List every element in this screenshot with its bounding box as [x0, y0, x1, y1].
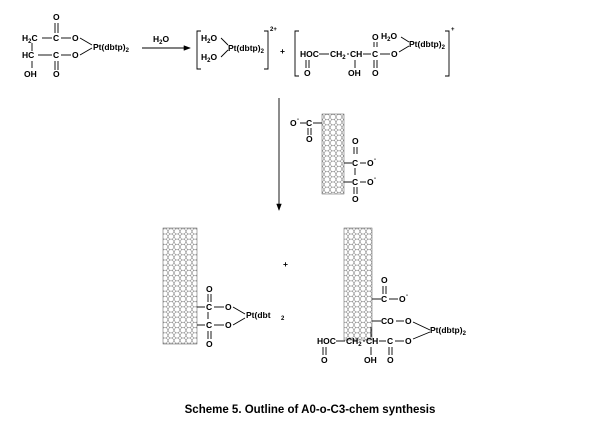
- reactant-molecule: O H2C C O HC C O Pt(dbtp)2 OH O: [22, 12, 130, 79]
- reactant-h2c: H2C: [22, 33, 38, 45]
- ligand-pt: Pt(dbtp)2: [409, 39, 446, 51]
- reactant-o-bottom: O: [53, 69, 60, 79]
- final1-o-link-b: O: [225, 320, 232, 330]
- final2-o-bottom: O: [387, 355, 394, 365]
- ligand-o-link: O: [391, 49, 398, 59]
- nanotube-middle: [321, 113, 345, 195]
- plus-sign-top: +: [280, 46, 285, 56]
- ligand-o-left: O: [304, 68, 311, 78]
- final1-o-b: O: [206, 339, 213, 349]
- final2-ch2: CH2: [346, 336, 362, 348]
- final1-o-link-a: O: [225, 302, 232, 312]
- final1-c-a: C: [206, 302, 212, 312]
- cnt-o-minus: O: [290, 118, 297, 128]
- final-product-chelate: O C O Pt(dbt 2 C O O: [162, 227, 285, 349]
- aqua-pt: Pt(dbtp)2: [228, 43, 265, 55]
- final2-oh: OH: [364, 355, 377, 365]
- reactant-hc: HC: [22, 50, 34, 60]
- ligand-ch2: CH2: [330, 49, 346, 61]
- final2-ch: CH: [366, 336, 378, 346]
- final2-o-low: O: [321, 355, 328, 365]
- cnt-c-top: C: [306, 118, 312, 128]
- cnt-charge-a: -: [374, 157, 376, 163]
- ligand-ch: CH: [350, 49, 362, 59]
- final2-hoc: HOC: [317, 336, 336, 346]
- cnt-c-b: C: [352, 177, 358, 187]
- aqua-h2o-top: H2O: [201, 33, 217, 45]
- ligand-o-top: O: [372, 32, 379, 42]
- cnt-o-a: O: [352, 136, 359, 146]
- cnt-c-a: C: [352, 158, 358, 168]
- final1-o-a: O: [206, 284, 213, 294]
- cnt-o-top: O: [306, 134, 313, 144]
- reactant-oh: OH: [24, 69, 37, 79]
- final1-pt: Pt(dbt: [246, 310, 271, 320]
- reactant-c2: C: [53, 50, 59, 60]
- ligand-c: C: [372, 49, 378, 59]
- final2-c2: C: [387, 336, 393, 346]
- cnt-o-b: O: [352, 194, 359, 204]
- reactant-o-top: O: [53, 12, 60, 22]
- reactant-pt: Pt(dbtp)2: [93, 42, 130, 54]
- final1-pt-sub: 2: [281, 316, 285, 322]
- cnt-o-a-minus: O: [367, 158, 374, 168]
- plus-sign-bottom: +: [283, 259, 288, 269]
- ligand-h2o: H2O: [381, 31, 397, 43]
- ligand-o-bottom: O: [372, 68, 379, 78]
- ligand-oh: OH: [348, 68, 361, 78]
- final1-c-b: C: [206, 320, 212, 330]
- product-ligand-complex: HOC CH2 CH C O H2O Pt(dbtp)2 O O OH O +: [294, 27, 455, 78]
- final-product-monodentate: O C O - CO O Pt(dbtp)2 HOC CH2 CH C O O …: [317, 227, 467, 365]
- scheme-caption: Scheme 5. Outline of A0-o-C3-chem synthe…: [185, 404, 436, 416]
- final2-pt: Pt(dbtp)2: [430, 325, 467, 337]
- final2-charge: -: [406, 293, 408, 299]
- final2-o-link: O: [405, 316, 412, 326]
- reagent-water: H2O: [153, 34, 169, 46]
- ligand-hoc: HOC: [300, 49, 319, 59]
- ligand-charge: +: [451, 27, 455, 33]
- cnt-o-b-minus: O: [367, 177, 374, 187]
- final2-co: CO: [381, 316, 394, 326]
- nanotube-right: [343, 227, 373, 341]
- cnt-charge-b: -: [374, 176, 376, 182]
- reactant-o2: O: [72, 50, 79, 60]
- nanotube-reactant: O - C O O C O - C O - O: [290, 113, 376, 204]
- reactant-c1: C: [53, 33, 59, 43]
- aqua-h2o-bottom: H2O: [201, 52, 217, 64]
- cnt-charge-top: -: [297, 117, 299, 123]
- product-aqua-complex: H2O H2O Pt(dbtp)2 2+: [196, 27, 277, 70]
- final2-o-top: O: [381, 275, 388, 285]
- final2-o-link2: O: [405, 336, 412, 346]
- final2-c: C: [381, 294, 387, 304]
- aqua-charge: 2+: [270, 27, 277, 33]
- reactant-o1: O: [72, 33, 79, 43]
- nanotube-left: [162, 227, 198, 345]
- final2-o-minus: O: [399, 294, 406, 304]
